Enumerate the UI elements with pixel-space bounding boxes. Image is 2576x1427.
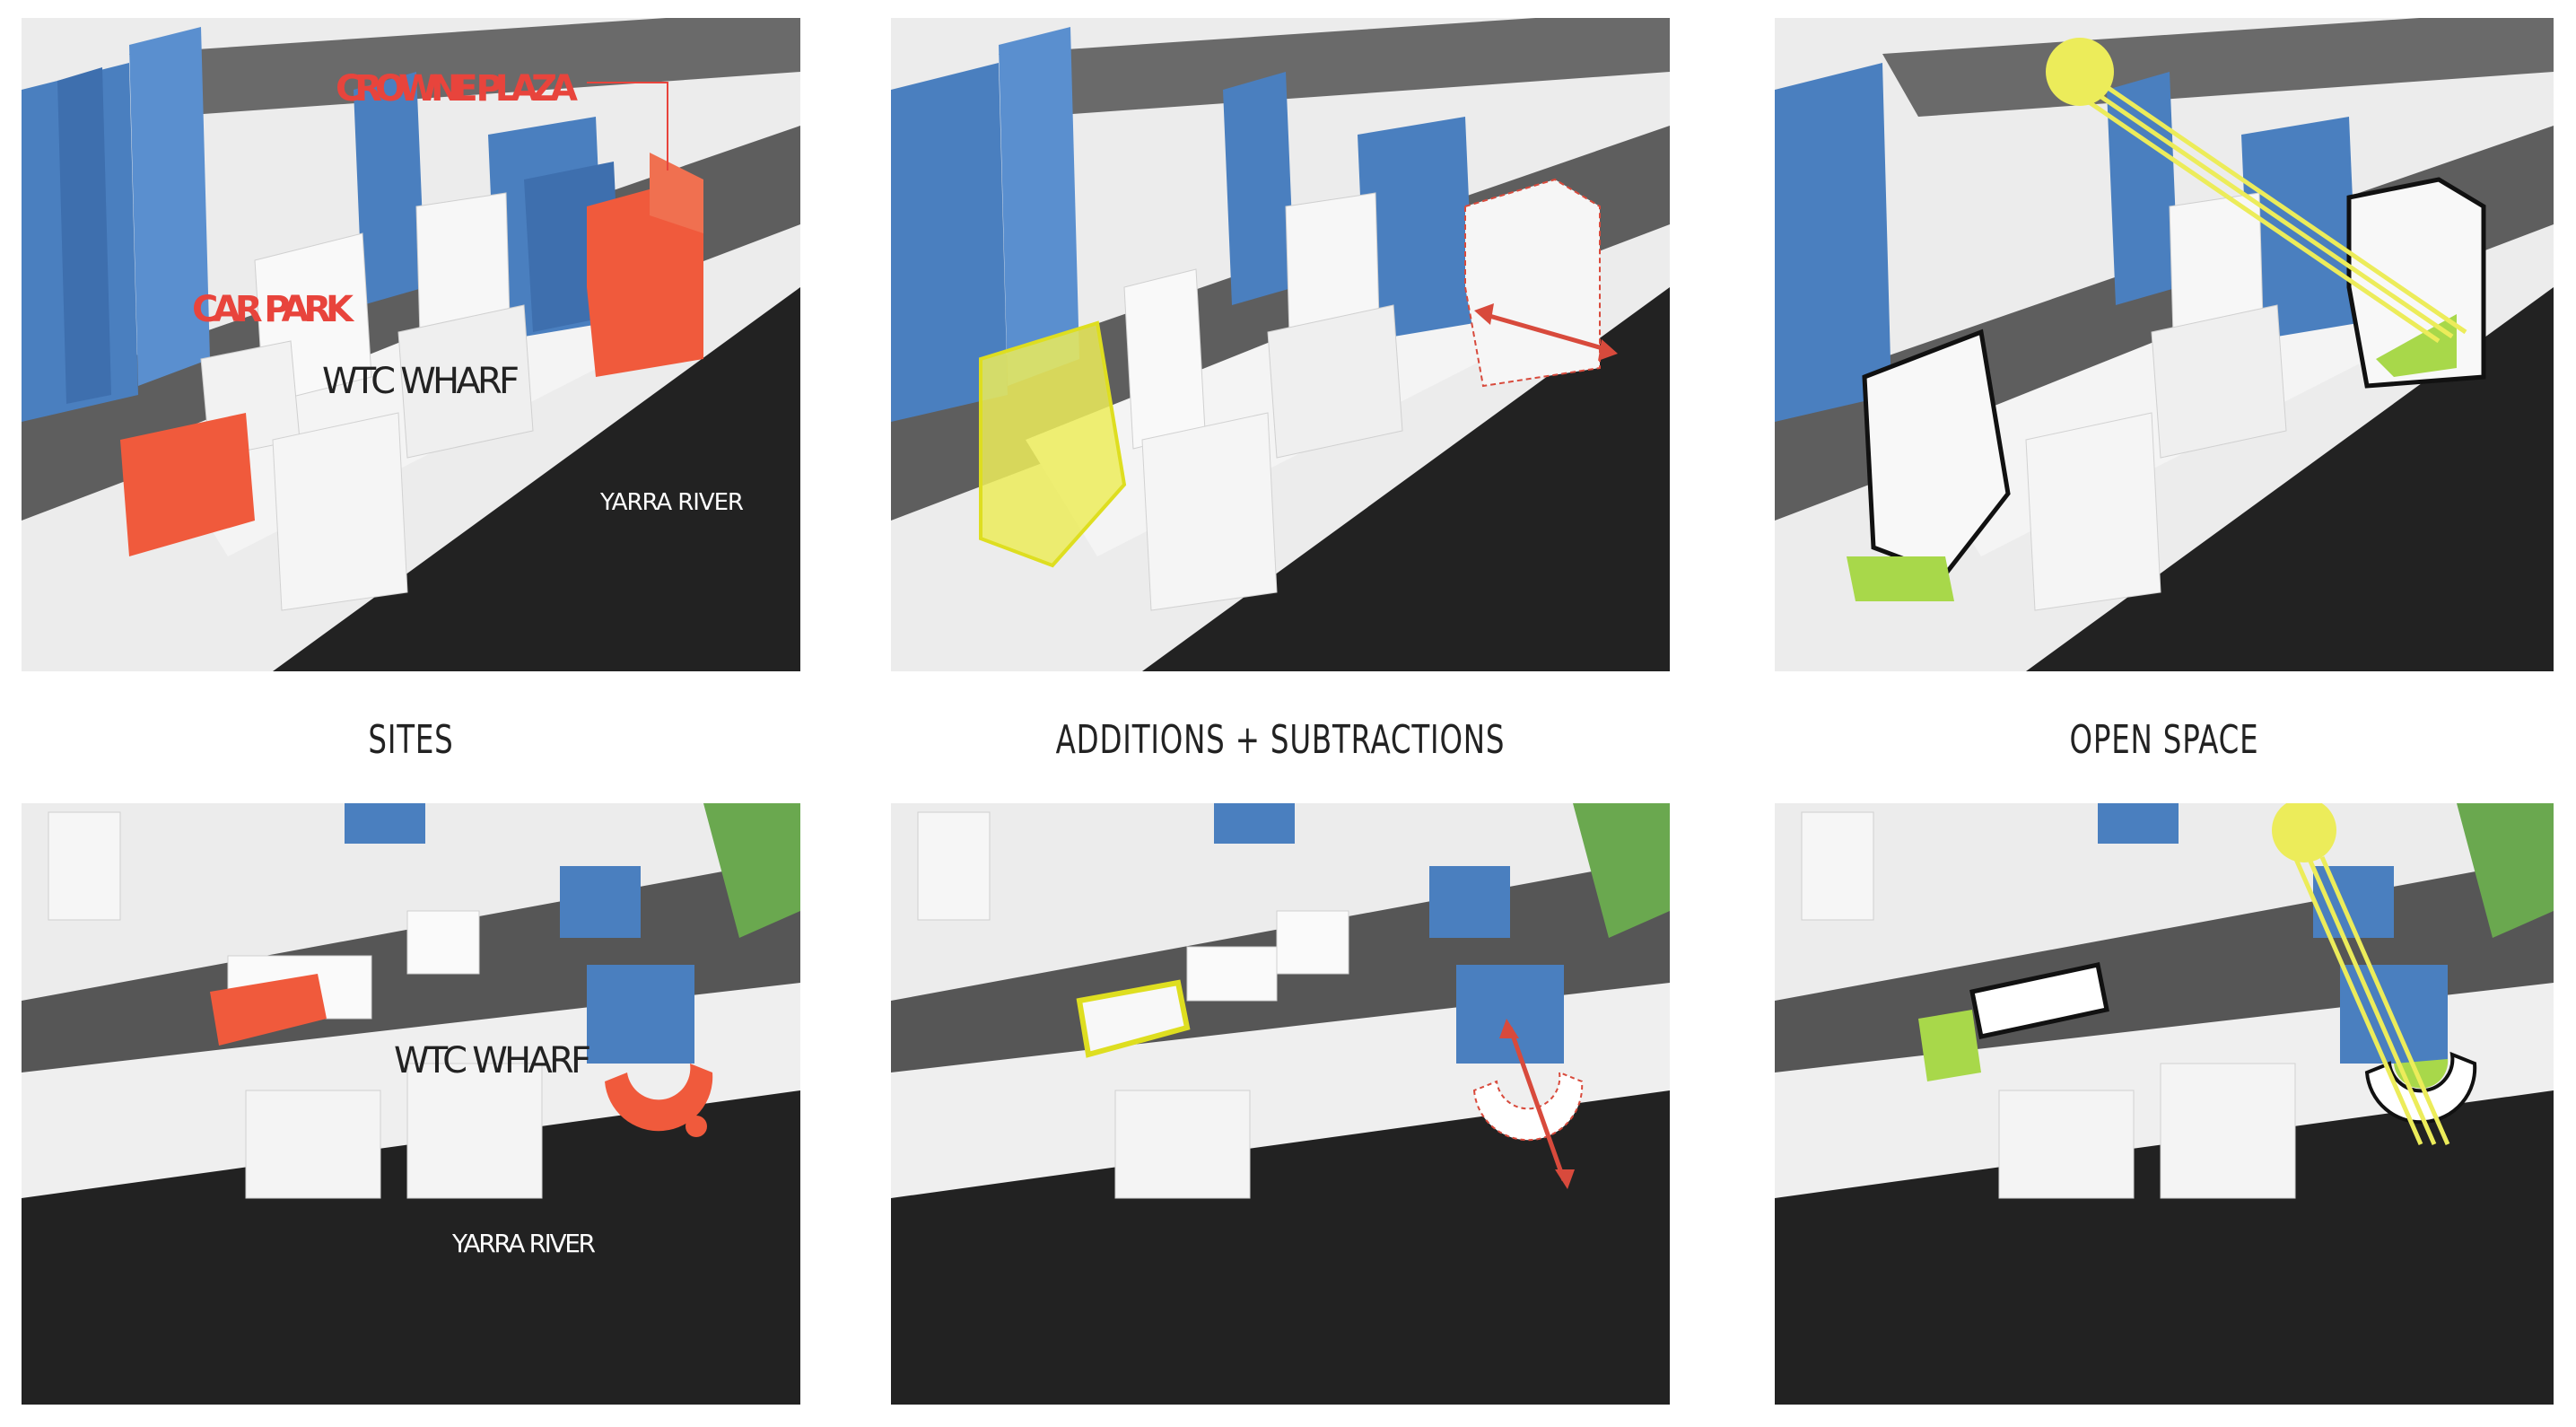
open-space-plaza [1918,1010,1981,1081]
sun-icon [2046,38,2114,106]
addition-site-outline [1969,962,2109,1039]
car-park-site [210,974,327,1046]
label-yarra-river: YARRA RIVER [599,489,744,516]
label-wtc-wharf: WTC WHARF [394,1040,591,1081]
label-car-park: CAR PARK [192,289,355,330]
label-wtc-wharf: WTC WHARF [322,361,520,402]
blue-blocks [1214,803,1564,1064]
river-shape [22,1072,800,1405]
white-buildings [2025,192,2287,611]
crowne-plaza-site [587,179,703,377]
open-space-courtyard [2376,314,2457,377]
panel-open-space-plan [1775,803,2554,1405]
panel-sites-axonometric: CROWNE PLAZA CAR PARK WTC WHARF YARRA RI… [22,18,800,671]
label-crowne-plaza: CROWNE PLAZA [336,68,578,109]
open-space-plaza [1847,556,1954,601]
panel-open-space-axonometric [1775,18,2554,671]
panel-additions-plan [891,803,1670,1405]
blue-towers-left [22,27,210,422]
crowne-plaza-leader [587,82,668,171]
addition-site-highlight [1076,979,1191,1058]
widening-arrow [1507,1027,1567,1181]
widening-arrow [1482,311,1610,353]
blue-blocks [345,803,694,1064]
panel-additions-axonometric [891,18,1670,671]
blue-towers [1775,63,2358,422]
blue-towers [891,27,1474,422]
label-yarra-river: YARRA RIVER [451,1229,596,1258]
caption-open-space: OPEN SPACE [2069,717,2259,763]
addition-tower-outline [1862,328,2011,577]
white-blocks [917,811,1349,1199]
caption-additions: ADDITIONS + SUBTRACTIONS [1055,717,1506,763]
sun-rays [2292,855,2450,1146]
sun-icon [2272,803,2336,862]
sun-rays [2069,78,2467,344]
panel-sites-plan: WTC WHARF YARRA RIVER [22,803,800,1405]
crowne-plaza-subtraction [1464,178,1601,388]
crowne-plaza-site [605,1064,713,1132]
white-blocks [1801,811,2296,1199]
crowne-plaza-subtraction [1472,1071,1584,1142]
white-buildings [1123,192,1403,611]
white-buildings [200,192,534,611]
car-park-site [120,413,255,556]
addition-tower-highlight [979,320,1127,568]
caption-sites: SITES [368,717,454,763]
